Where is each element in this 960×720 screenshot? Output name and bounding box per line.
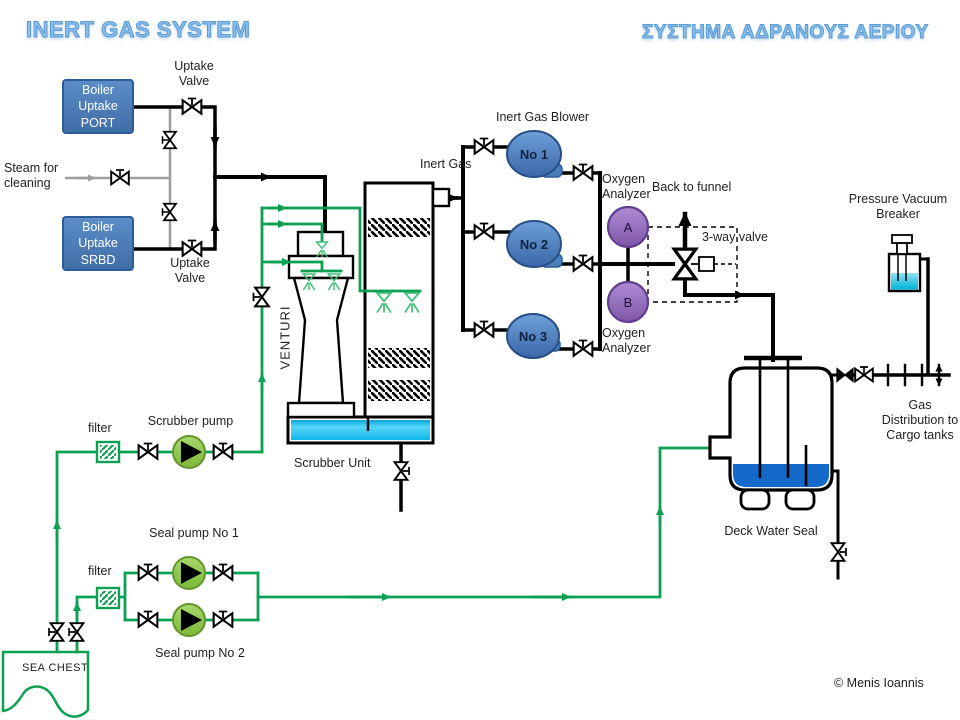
sea-water-piping xyxy=(1,204,713,718)
sea-chest-shape xyxy=(1,650,90,718)
blower-no1-icon xyxy=(506,130,563,178)
scrubber-pump-discharge-valve-icon xyxy=(212,442,234,460)
uptake-valve-bottom-label: Uptake Valve xyxy=(170,256,210,285)
inert-gas-blowers: No 1 No 2 No 3 xyxy=(506,130,563,359)
analyzer-b-label: B xyxy=(624,295,633,310)
deck-seal-drain-valve-icon xyxy=(830,542,847,562)
three-way-valve-actuator xyxy=(691,256,715,272)
seal-pump-1-label: Seal pump No 1 xyxy=(149,526,239,540)
deck-water-seal xyxy=(708,355,834,511)
boiler-uptake-port-label: Boiler Uptake PORT xyxy=(78,83,118,130)
sea-chest-label: SEA CHEST xyxy=(22,662,89,674)
seal-leg xyxy=(784,488,816,511)
blower1-suction-valve-icon xyxy=(473,137,495,155)
boiler-uptake-port-box xyxy=(62,79,134,134)
scrubber-drain-valve-icon xyxy=(393,461,410,481)
inert-gas-blower-label: Inert Gas Blower xyxy=(496,110,590,124)
pressure-vacuum-breaker xyxy=(887,234,922,293)
seal-pump-2-icon xyxy=(172,603,206,637)
filter-seal-label: filter xyxy=(88,564,112,578)
back-to-funnel-label: Back to funnel xyxy=(652,180,732,194)
sea-chest-valve-1-icon xyxy=(48,622,65,642)
blower-no1-label: No 1 xyxy=(520,147,548,162)
scrubber-water xyxy=(291,420,430,440)
seal-pump2-discharge-valve-icon xyxy=(212,610,234,628)
blower2-discharge-valve-icon xyxy=(572,254,594,272)
blower-no3-label: No 3 xyxy=(519,329,547,344)
scrubber-unit-label: Scrubber Unit xyxy=(294,456,371,470)
copyright-label: © Menis Ioannis xyxy=(834,676,924,690)
seal-pump-1-icon xyxy=(172,556,206,590)
steam-branch-valve-icon xyxy=(161,202,177,222)
deck-seal-outlet-valve-icon xyxy=(854,366,874,383)
pv-breaker-liquid xyxy=(891,273,918,290)
analyzer-b-icon xyxy=(606,280,650,324)
boiler-uptake-srbd-label: Boiler Uptake SRBD xyxy=(78,220,118,267)
scrubber-spray-valve-icon xyxy=(252,286,270,308)
filter-scrubber-label: filter xyxy=(88,421,112,435)
scrubber-filter xyxy=(95,440,121,464)
blower2-suction-valve-icon xyxy=(473,222,495,240)
analyzer-a-icon xyxy=(606,205,650,249)
three-way-valve-label: 3-way valve xyxy=(702,230,768,244)
pressure-vacuum-breaker-label: Pressure Vacuum Breaker xyxy=(848,192,948,221)
seal-filter xyxy=(95,586,121,610)
boiler-uptake-srbd-box xyxy=(62,216,134,271)
deck-water-seal-label: Deck Water Seal xyxy=(724,524,818,538)
check-valve-icon xyxy=(836,367,854,383)
blower3-discharge-valve-icon xyxy=(572,339,594,357)
steam-for-cleaning-label: Steam for cleaning xyxy=(4,161,59,190)
uptake-valve-srbd-icon xyxy=(181,239,203,257)
oxygen-analyzer-top-label: Oxygen Analyzer xyxy=(602,172,651,201)
page-title-gr: ΣΥΣΤΗΜΑ ΑΔΡΑΝΟΥΣ ΑΕΡΙΟΥ xyxy=(642,21,929,43)
sea-chest-valve-2-icon xyxy=(68,622,85,642)
seal-pump2-suction-valve-icon xyxy=(137,610,159,628)
uptake-valve-top-label: Uptake Valve xyxy=(174,59,214,88)
page-title-en: INERT GAS SYSTEM xyxy=(25,17,251,43)
gas-distribution-label: Gas Distribution to Cargo tanks xyxy=(881,398,959,442)
seal-pump1-discharge-valve-icon xyxy=(212,563,234,581)
oxygen-analyzers: A B xyxy=(606,205,650,324)
scrubber-pump-suction-valve-icon xyxy=(137,442,159,460)
blower-no2-label: No 2 xyxy=(520,237,548,252)
seal-water xyxy=(733,464,829,487)
scrubber-outlet-duct xyxy=(431,187,451,208)
scrubber-pump-icon xyxy=(172,435,206,469)
venturi-label: VENTURI xyxy=(277,305,293,370)
inert-gas-label: Inert Gas xyxy=(420,157,472,171)
demister-pad-icon xyxy=(368,380,430,401)
blower-no2-icon xyxy=(506,220,563,268)
blower1-discharge-valve-icon xyxy=(572,163,594,181)
venturi xyxy=(286,230,356,419)
oxygen-analyzer-bottom-label: Oxygen Analyzer xyxy=(602,326,651,355)
blower3-suction-valve-icon xyxy=(473,320,495,338)
seal-pump1-suction-valve-icon xyxy=(137,563,159,581)
steam-valve-icon xyxy=(110,169,130,186)
demister-pad-icon xyxy=(368,348,430,368)
blower-no3-icon xyxy=(506,313,561,359)
analyzer-a-label: A xyxy=(624,220,633,235)
seal-pump-2-label: Seal pump No 2 xyxy=(155,646,245,660)
demister-pad-icon xyxy=(368,218,430,237)
uptake-valve-port-icon xyxy=(181,97,203,115)
scrubber-unit xyxy=(286,181,451,445)
pumps xyxy=(172,435,206,637)
seal-leg xyxy=(739,488,771,511)
steam-branch-valve-icon xyxy=(161,130,177,150)
scrubber-pump-label: Scrubber pump xyxy=(147,414,234,428)
